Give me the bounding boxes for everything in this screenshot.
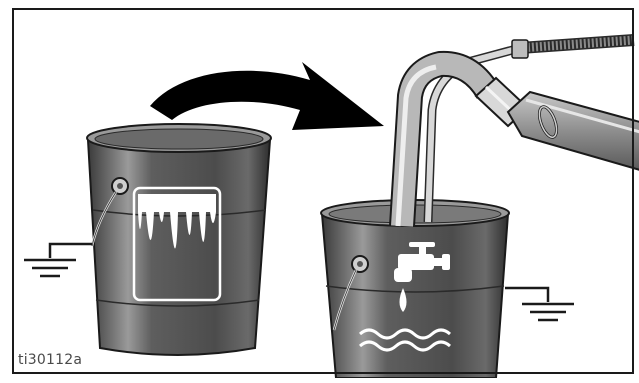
fitting	[512, 40, 528, 58]
figure-id-label: ti30112a	[18, 352, 82, 368]
curved-arrow-icon	[150, 62, 384, 130]
left-paint-pail	[24, 124, 271, 355]
suction-hose	[508, 92, 639, 170]
suction-tube-assembly	[398, 40, 639, 226]
ground-symbol-icon	[24, 244, 92, 276]
left-pail-body	[88, 140, 270, 355]
right-pail-body	[322, 214, 508, 378]
right-water-pail	[321, 200, 574, 378]
ground-symbol-icon	[505, 288, 574, 320]
